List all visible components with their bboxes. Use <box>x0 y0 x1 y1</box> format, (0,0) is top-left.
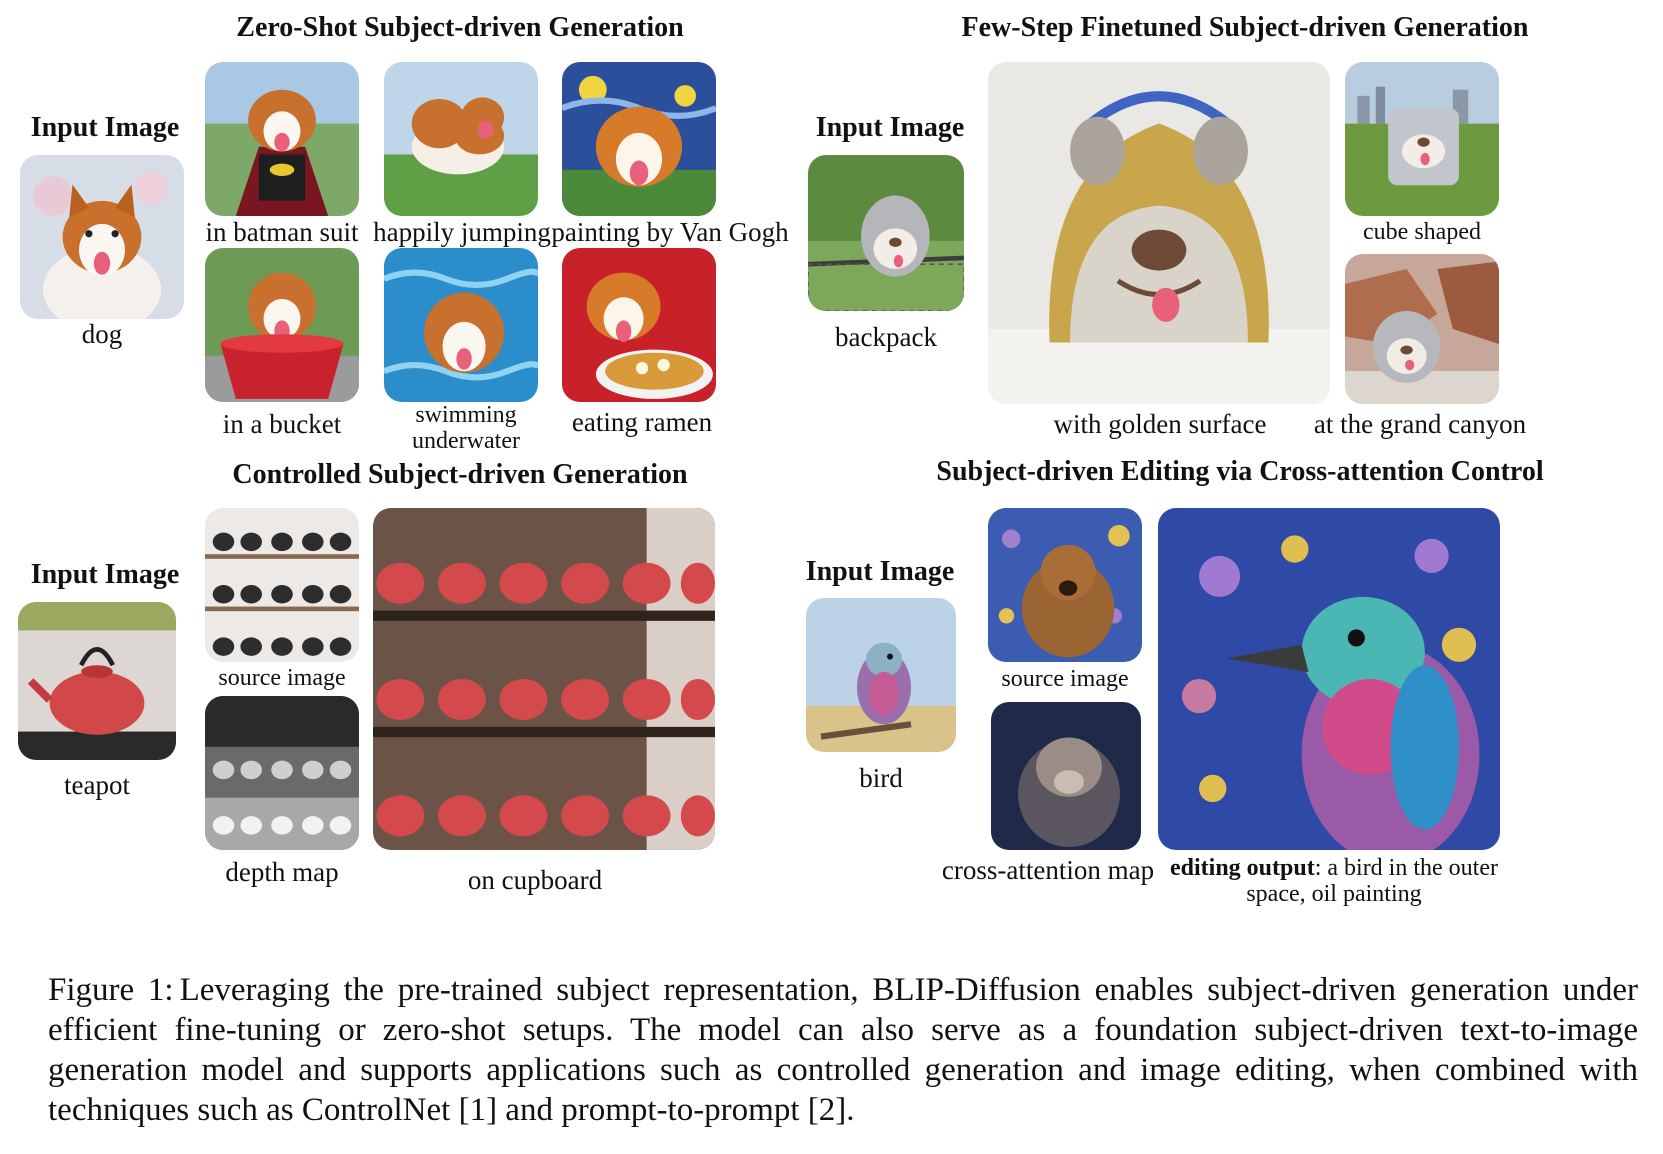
figure-caption: Figure 1:Leveraging the pre-trained subj… <box>48 970 1638 1130</box>
backpack-input-label: backpack <box>835 322 937 352</box>
editing-output-text: : a bird in the outer space, oil paintin… <box>1246 855 1498 908</box>
editing-output-bold: editing output <box>1170 855 1315 881</box>
controlled-input-heading: Input Image <box>30 559 180 590</box>
controlled-title: Controlled Subject-driven Generation <box>232 459 688 490</box>
figure-label: Figure 1: <box>48 972 174 1008</box>
editing-output-image <box>1158 508 1500 850</box>
zero-shot-input-heading: Input Image <box>30 112 180 143</box>
output-label-jumping: happily jumping <box>373 217 551 247</box>
cross-attention-map-image <box>991 702 1141 850</box>
output-label-batman: in batman suit <box>205 217 359 247</box>
output-label-golden: with golden surface <box>1053 409 1267 439</box>
depth-map-image <box>205 696 359 850</box>
dog-input-image <box>20 155 184 319</box>
zero-shot-title: Zero-Shot Subject-driven Generation <box>236 12 684 43</box>
source-image-label-editing: source image <box>1001 666 1129 692</box>
dog-input-label: dog <box>81 319 123 349</box>
dog-ramen-image <box>562 248 716 402</box>
source-image-label-controlled: source image <box>218 665 346 691</box>
teapot-input-label: teapot <box>64 770 130 800</box>
dog-bucket-image <box>205 248 359 402</box>
output-label-van-gogh: painting by Van Gogh <box>551 217 789 247</box>
teapot-source-image <box>205 508 359 662</box>
output-label-swimming: swimming underwater <box>412 402 520 455</box>
output-label-ramen: eating ramen <box>571 407 713 437</box>
output-label-canyon: at the grand canyon <box>1313 409 1527 439</box>
dog-swimming-image <box>384 248 538 402</box>
depth-map-label: depth map <box>225 857 339 887</box>
few-step-title: Few-Step Finetuned Subject-driven Genera… <box>961 12 1529 43</box>
output-label-cube: cube shaped <box>1363 219 1481 245</box>
caption-text: Leveraging the pre-trained subject repre… <box>48 972 1638 1128</box>
backpack-input-image <box>808 155 964 311</box>
dog-van-gogh-image <box>562 62 716 216</box>
bird-input-image <box>806 598 956 752</box>
editing-input-heading: Input Image <box>805 556 955 587</box>
output-label-cupboard: on cupboard <box>467 865 603 895</box>
dog-jumping-image <box>384 62 538 216</box>
backpack-cube-image <box>1345 62 1499 216</box>
bird-input-label: bird <box>859 763 903 793</box>
cross-attention-map-label: cross-attention map <box>941 855 1155 885</box>
backpack-golden-image <box>988 62 1330 404</box>
output-label-bucket: in a bucket <box>222 409 342 439</box>
teapot-input-image <box>18 602 176 760</box>
backpack-canyon-image <box>1345 254 1499 404</box>
editing-source-image <box>988 508 1142 662</box>
editing-title: Subject-driven Editing via Cross-attenti… <box>936 456 1544 487</box>
few-step-input-heading: Input Image <box>815 112 965 143</box>
teapot-cupboard-image <box>373 508 715 850</box>
editing-output-label: editing output: a bird in the outer spac… <box>1170 855 1498 908</box>
dog-batman-image <box>205 62 359 216</box>
